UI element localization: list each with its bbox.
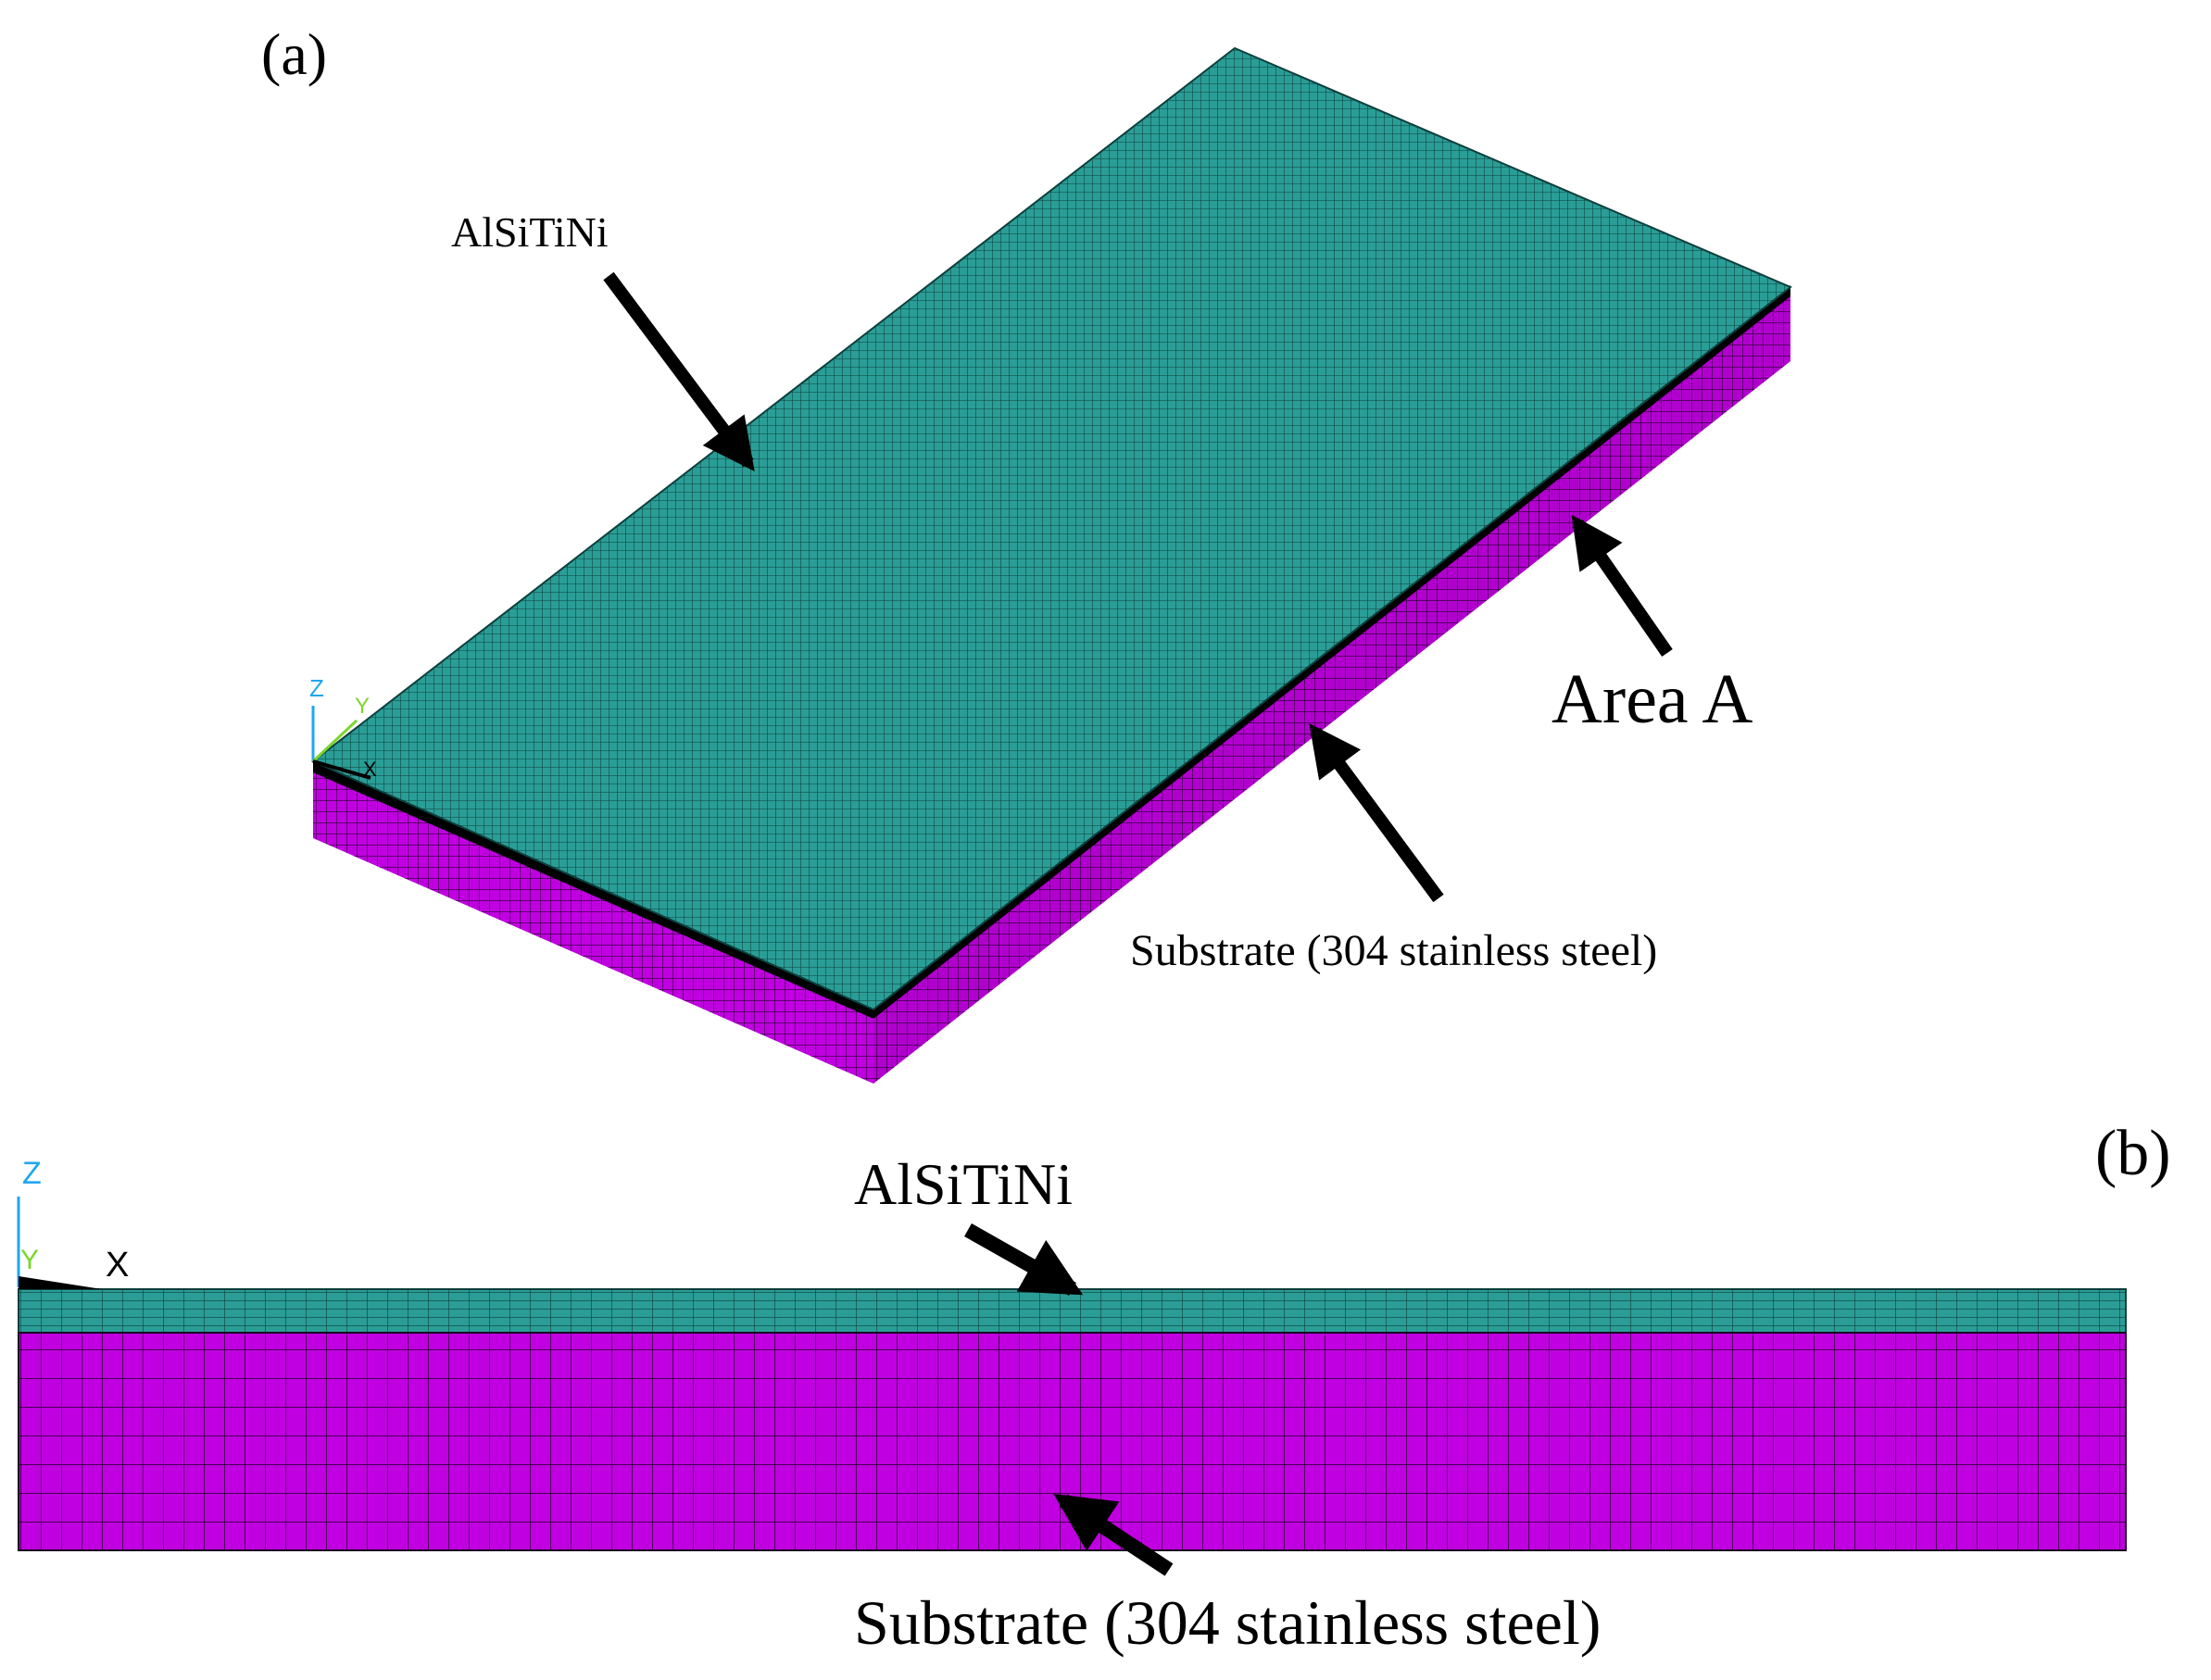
- area-a-arrow: [1571, 514, 1673, 657]
- coating-label-b: AlSiTiNi: [854, 1151, 1073, 1217]
- coating-edge: [313, 761, 873, 1019]
- coating-label-a: AlSiTiNi: [451, 208, 609, 256]
- coating-layer-b: [18, 1288, 2127, 1334]
- triad-b-x-label: X: [106, 1246, 129, 1285]
- triad-b: Z Y X: [17, 1156, 129, 1289]
- substrate-arrow-b: [1053, 1493, 1174, 1576]
- triad-a: Z Y X: [309, 674, 377, 781]
- triad-a-y-label: Y: [355, 694, 370, 719]
- substrate-label-a: Substrate (304 stainless steel): [1130, 926, 1657, 975]
- coating-arrow-a: [603, 271, 755, 471]
- panel-b: (b) Z Y X AlSiTiNi Substrate (304 stainl…: [17, 1118, 2171, 1658]
- triad-b-y-label: Y: [20, 1245, 39, 1275]
- panel-a: (a) Z Y X AlSiTiNi Area A Substrate (304…: [261, 21, 1792, 1084]
- substrate-layer-b: [18, 1332, 2127, 1551]
- substrate-side-face: [873, 295, 1790, 1084]
- substrate-arrow-a: [1309, 722, 1444, 903]
- coating-top-surface: [311, 46, 1792, 1011]
- panel-b-label: (b): [2095, 1118, 2171, 1189]
- substrate-label-b: Substrate (304 stainless steel): [854, 1587, 1601, 1658]
- panel-a-label: (a): [261, 21, 327, 87]
- triad-b-z-label: Z: [22, 1156, 42, 1191]
- substrate-front-face: [313, 771, 873, 1084]
- triad-a-z-label: Z: [309, 674, 324, 702]
- area-a-label: Area A: [1551, 660, 1752, 738]
- triad-a-x-label: X: [363, 758, 377, 781]
- coating-arrow-b: [964, 1223, 1084, 1296]
